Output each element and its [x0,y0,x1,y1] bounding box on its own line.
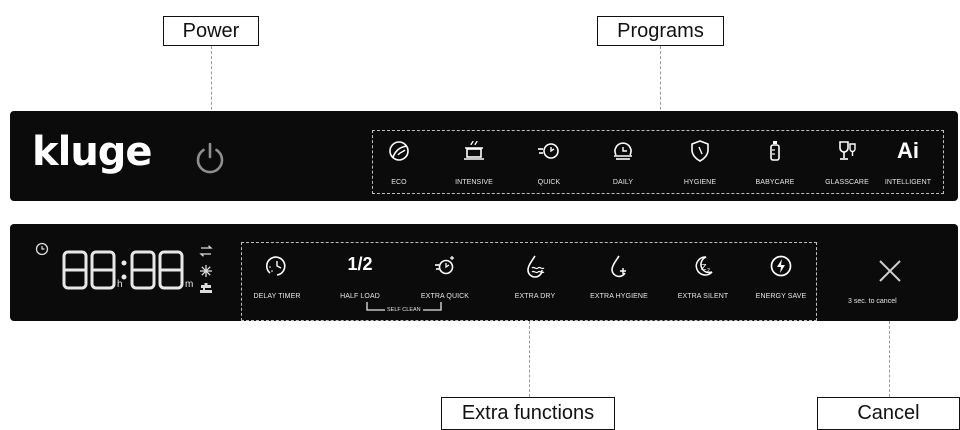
extra-hygiene-button[interactable] [606,253,632,279]
hygiene-button[interactable] [687,138,713,164]
quick-clock-icon [538,143,559,159]
power-button[interactable] [193,141,227,175]
self-clean-bracket [366,302,442,311]
quick-button[interactable] [536,138,562,164]
extra-quick-label: EXTRA QUICK [420,293,470,300]
hygiene-label: HYGIENE [683,179,717,186]
water-tap-icon [199,282,213,296]
energy-save-button[interactable] [768,253,794,279]
daily-button[interactable] [610,138,636,164]
close-icon [879,260,901,282]
function-panel: h m DELAY TIMER 1/2 HALF LOAD EXTRA QUIC… [10,224,958,321]
delay-timer-icon [265,256,286,276]
self-clean-label: SELF CLEAN [387,307,421,313]
cancel-callout: Cancel [817,397,960,430]
programs-group [372,130,944,194]
rinse-aid-icon [199,244,213,258]
intelligent-button[interactable]: Ai [897,138,919,163]
babycare-button[interactable] [762,138,788,164]
intensive-button[interactable] [461,138,487,164]
babycare-label: BABYCARE [755,179,795,186]
extra-functions-group [241,242,817,321]
extra-functions-leader-line [529,321,530,397]
intensive-label: INTENSIVE [455,179,493,186]
delay-timer-label: DELAY TIMER [253,293,301,300]
extra-functions-callout: Extra functions [441,397,615,430]
brand-logo: kluge [32,129,153,175]
minute-unit: m [185,279,194,290]
extra-quick-button[interactable] [432,253,458,279]
extra-silent-label: EXTRA SILENT [677,293,729,300]
intelligent-label: INTELLIGENT [884,179,932,186]
delay-timer-button[interactable] [264,253,290,279]
extra-hygiene-label: EXTRA HYGIENE [590,293,648,300]
eco-label: ECO [391,179,407,186]
eco-leaf-icon [389,141,409,161]
half-load-button[interactable]: 1/2 [347,254,373,274]
energy-save-icon [770,255,792,277]
svg-text:Z: Z [701,263,707,272]
extra-dry-button[interactable] [522,253,548,279]
extra-hygiene-icon [611,255,626,278]
programs-leader-line [660,46,661,130]
cancel-leader-line [889,321,890,397]
power-callout: Power [163,16,259,46]
quick-label: QUICK [537,179,561,186]
baby-bottle-icon [770,141,780,161]
cancel-button[interactable] [877,258,903,284]
pot-icon [464,140,484,160]
program-panel: kluge ECO INTENSIVE QUICK DAILY HYGIENE … [10,111,958,201]
cancel-hint: 3 sec. to cancel [848,298,897,305]
half-load-label: HALF LOAD [340,293,380,300]
daily-dish-icon [614,142,632,160]
time-display [62,250,184,290]
power-leader-line [211,46,212,130]
extra-quick-icon [435,256,454,275]
hour-unit: h [117,279,123,290]
programs-callout: Programs [597,16,724,46]
glasscare-button[interactable] [834,138,860,164]
salt-icon [199,264,213,278]
glass-icon [839,141,856,160]
eco-button[interactable] [386,138,412,164]
energy-save-label: ENERGY SAVE [755,293,807,300]
power-icon [196,142,224,174]
glasscare-label: GLASSCARE [825,179,869,186]
extra-dry-icon [527,255,545,278]
shield-icon [691,140,709,162]
svg-text:z: z [707,267,710,274]
daily-label: DAILY [612,179,634,186]
clock-icon [35,242,49,256]
extra-dry-label: EXTRA DRY [514,293,556,300]
